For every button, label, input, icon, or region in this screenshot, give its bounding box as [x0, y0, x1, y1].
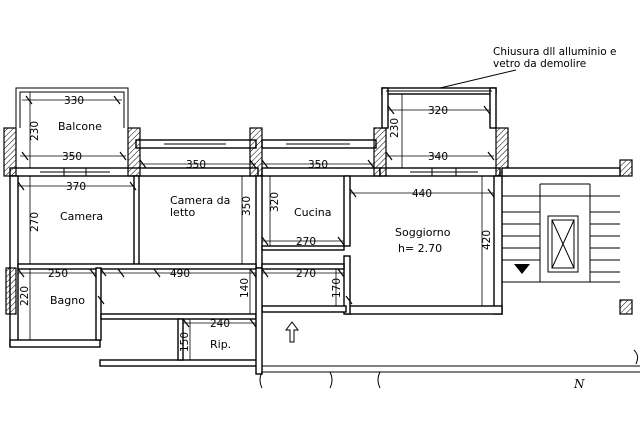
dim-rip-depth: 150 [179, 332, 191, 352]
windows [40, 143, 478, 176]
landing-wall [259, 349, 640, 389]
north-label: N [573, 377, 585, 391]
dim-soggiorno-depth: 420 [481, 230, 493, 250]
room-label-camera-letto-2: letto [170, 206, 195, 219]
room-label-camera-letto-1: Camera da [170, 194, 230, 207]
note-line-2: vetro da demolire [493, 58, 586, 70]
balcone-left [15, 87, 129, 128]
pillars [3, 127, 633, 315]
dim-balcone-right-depth: 230 [389, 118, 401, 138]
stair-icon [501, 167, 621, 283]
dim-camera-width: 370 [66, 181, 86, 193]
note-text: Chiusura dll alluminio e vetro da demoli… [493, 46, 616, 70]
room-label-soggiorno-height: h= 2.70 [398, 242, 442, 255]
dim-camera-wall: 350 [62, 151, 82, 163]
note-line-1: Chiusura dll alluminio e [493, 46, 616, 58]
dim-camera-letto-depth: 350 [241, 196, 253, 216]
dim-corridor-width: 490 [170, 268, 190, 280]
note-leader [439, 69, 517, 89]
dim-disimpegno-depth: 170 [331, 278, 343, 298]
dim-disimpegno-width: 270 [296, 268, 316, 280]
room-label-bagno: Bagno [50, 294, 85, 307]
room-label-camera: Camera [60, 210, 103, 223]
dim-cucina-lower: 270 [296, 236, 316, 248]
dim-bagno-width: 250 [48, 268, 68, 280]
dim-camera-letto-width: 350 [186, 159, 206, 171]
dim-camera-depth: 270 [29, 212, 41, 232]
room-label-balcone: Balcone [58, 120, 102, 133]
dim-bagno-depth: 220 [19, 286, 31, 306]
room-label-rip: Rip. [210, 338, 231, 351]
room-label-cucina: Cucina [294, 206, 331, 219]
dim-balcone-right-width: 320 [428, 105, 448, 117]
dim-cucina-depth: 320 [269, 192, 281, 212]
internal-walls [17, 175, 351, 375]
stair-treads [502, 211, 620, 273]
dim-cucina-width: 350 [308, 159, 328, 171]
dim-corridor-depth: 140 [239, 278, 251, 298]
dim-soggiorno-wall: 340 [428, 151, 448, 163]
dimension-lines [17, 92, 495, 360]
dim-balcone-width: 330 [64, 95, 84, 107]
elevator-shaft-icon [547, 215, 579, 273]
dimension-labels: 330 230 350 370 270 350 350 350 320 270 … [19, 95, 493, 352]
dim-rip-width: 240 [210, 318, 230, 330]
balcone-right [381, 87, 497, 129]
dim-balcone-depth: 230 [29, 121, 41, 141]
dim-soggiorno-width: 440 [412, 188, 432, 200]
room-labels: Balcone Camera Camera da letto Cucina So… [50, 120, 451, 351]
stair-down-arrow-icon [514, 264, 530, 274]
up-arrow-icon [285, 321, 299, 343]
room-label-soggiorno: Soggiorno [395, 226, 451, 239]
